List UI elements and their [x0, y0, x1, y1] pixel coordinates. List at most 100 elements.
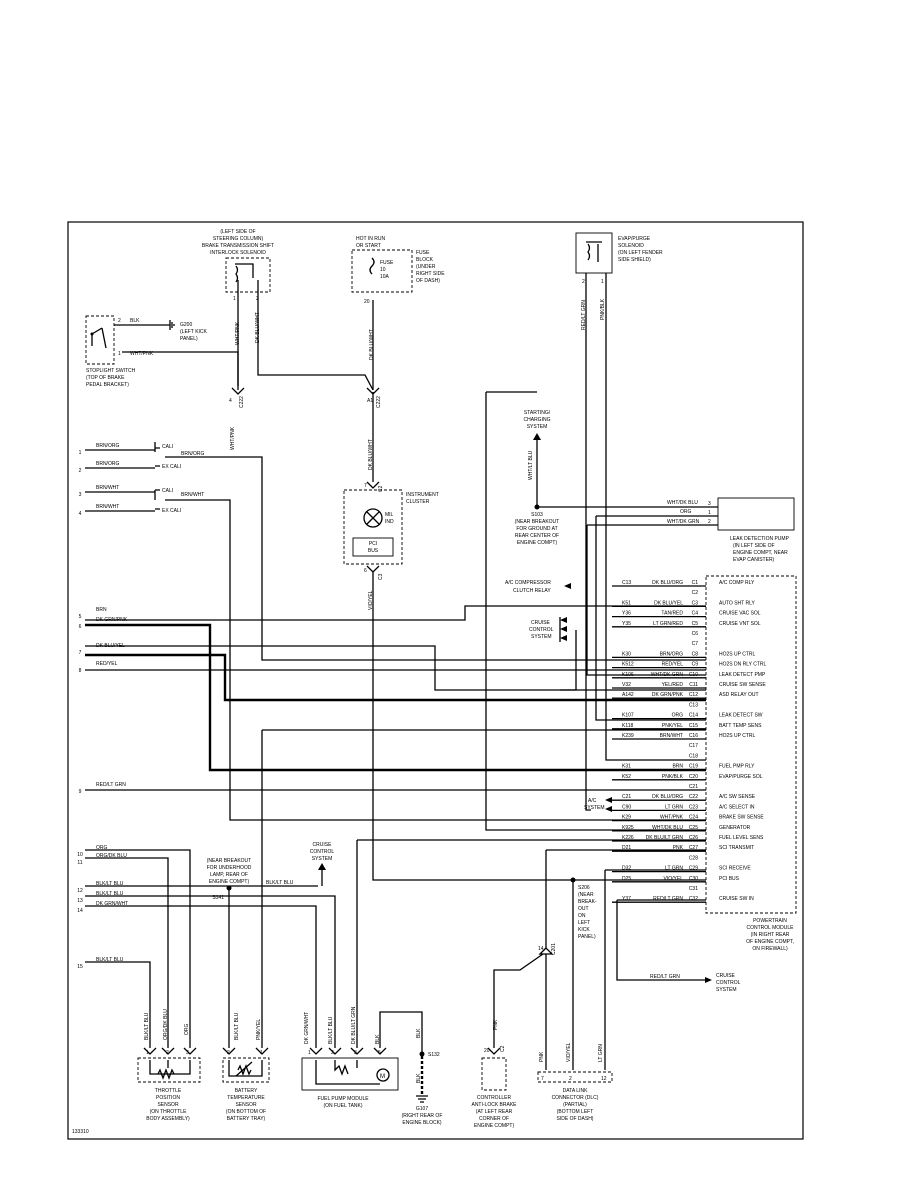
pcm-pin-row: C6	[692, 631, 699, 637]
svg-text:ENGINE COMPT): ENGINE COMPT)	[474, 1123, 515, 1129]
pcm-wire-color: LT GRN	[665, 804, 683, 810]
svg-text:POSITION: POSITION	[156, 1095, 180, 1101]
pcm-pin: C30	[689, 876, 698, 882]
svg-text:IND: IND	[385, 519, 394, 525]
svg-text:14: 14	[538, 946, 544, 952]
svg-text:SYSTEM: SYSTEM	[312, 856, 333, 862]
svg-text:WHT/DK GRN: WHT/DK GRN	[667, 519, 700, 525]
pcm-pin: C8	[692, 651, 699, 657]
pcm-function: A/C COMP RLY	[719, 580, 755, 586]
pcm-pin-row: C13	[689, 702, 698, 708]
pcm-circuit: K226	[622, 835, 634, 841]
svg-text:S206: S206	[578, 885, 590, 891]
svg-text:G200: G200	[180, 322, 192, 328]
cruise-control-system-mid: CRUISE CONTROL SYSTEM	[529, 617, 567, 642]
svg-text:PEDAL BRACKET): PEDAL BRACKET)	[86, 382, 129, 388]
svg-text:1: 1	[308, 1050, 311, 1056]
svg-text:C2: C2	[500, 1045, 506, 1052]
pcm-pin-row: C17	[689, 743, 698, 749]
svg-text:BATTERY TRAY): BATTERY TRAY)	[227, 1116, 266, 1122]
svg-text:BLK/LT BLU: BLK/LT BLU	[234, 1012, 240, 1040]
svg-text:HOT IN RUN: HOT IN RUN	[356, 236, 385, 242]
evap-purge-solenoid: EVAP/PURGE SOLENOID (ON LEFT FENDER SIDE…	[575, 232, 663, 330]
pcm-wire-color: BRN	[672, 764, 683, 770]
svg-text:ENGINE COMPT, NEAR: ENGINE COMPT, NEAR	[733, 550, 788, 556]
pcm-wire-color: YEL/RED	[662, 682, 684, 688]
svg-text:PNK: PNK	[493, 1019, 499, 1030]
ground-icon	[169, 320, 175, 330]
svg-text:OF ENGINE COMPT,: OF ENGINE COMPT,	[746, 939, 794, 945]
evap-coil-icon	[586, 241, 602, 262]
svg-text:CONNECTOR (DLC): CONNECTOR (DLC)	[552, 1095, 599, 1101]
svg-text:CRUISE: CRUISE	[716, 973, 736, 979]
svg-text:STOPLIGHT SWITCH: STOPLIGHT SWITCH	[86, 368, 136, 374]
svg-text:SENSOR: SENSOR	[235, 1102, 257, 1108]
pcm-pin: C6	[692, 631, 699, 637]
svg-text:THROTTLE: THROTTLE	[155, 1088, 182, 1094]
pcm-pin: C15	[689, 723, 698, 729]
solenoid-coil-icon	[235, 263, 254, 283]
shift-solenoid-line-2: STEERING COLUMN)	[213, 236, 264, 242]
thermistor-icon	[228, 1060, 263, 1077]
pcm-function: SCI RECEIVE	[719, 866, 751, 872]
s141-breakout: (NEAR BREAKOUT FOR UNDERHOOD LAMP, REAR …	[207, 858, 294, 901]
pcm-wire-color: VIO/YEL	[664, 876, 684, 882]
arrow-up-icon	[533, 433, 541, 440]
svg-text:PANEL): PANEL)	[180, 336, 198, 342]
pcm-pin: C19	[689, 764, 698, 770]
svg-text:SIDE OF DASH): SIDE OF DASH)	[557, 1116, 594, 1122]
ground-g107: BLK S132 BLK G107 (RIGHT REAR OF ENGINE …	[402, 1028, 443, 1126]
left-wire-color: ORG	[96, 845, 108, 851]
pcm-function: CRUISE VNT SOL	[719, 621, 761, 627]
svg-text:ON: ON	[578, 913, 586, 919]
left-wire-number: 4	[79, 511, 82, 517]
svg-text:C201: C201	[551, 943, 557, 955]
left-wire-number: 13	[77, 898, 83, 904]
pcm-circuit: D25	[622, 876, 631, 882]
svg-text:C222: C222	[239, 396, 245, 408]
shift-solenoid-line-4: INTERLOCK SOLENOID	[210, 250, 266, 256]
svg-text:OF DASH): OF DASH)	[416, 278, 440, 284]
svg-text:CONTROL: CONTROL	[529, 627, 554, 633]
mil-lamp-icon	[363, 508, 383, 528]
pcm-wire-color: PNK/YEL	[662, 723, 683, 729]
svg-text:BLK/LT BLU: BLK/LT BLU	[144, 1012, 150, 1040]
pcm-circuit: D21	[622, 845, 631, 851]
svg-text:1: 1	[601, 279, 604, 285]
svg-text:RED/LT GRN: RED/LT GRN	[581, 300, 587, 330]
svg-text:ORG/DK BLU: ORG/DK BLU	[163, 1009, 169, 1040]
pcm-pin: C7	[692, 641, 699, 647]
pcm-pin: C9	[692, 662, 699, 668]
data-link-connector: PNK VIO/YEL LT GRN 7 2 12 DATA LINK CONN…	[537, 1042, 613, 1122]
svg-text:SENSOR: SENSOR	[157, 1102, 179, 1108]
left-wire-number: 1	[79, 450, 82, 456]
pcm-pin: C11	[689, 682, 698, 688]
svg-text:EX CALI: EX CALI	[162, 508, 181, 514]
svg-text:2: 2	[118, 318, 121, 324]
svg-text:DK BLU/LT GRN: DK BLU/LT GRN	[351, 1006, 357, 1044]
svg-text:C3: C3	[378, 573, 384, 580]
pcm-pin: C22	[689, 794, 698, 800]
svg-text:1: 1	[708, 510, 711, 516]
pcm-circuit: K52	[622, 774, 631, 780]
svg-text:CLUTCH RELAY: CLUTCH RELAY	[513, 588, 551, 594]
svg-text:CHARGING: CHARGING	[524, 417, 551, 423]
svg-text:ENGINE COMPT): ENGINE COMPT)	[517, 540, 558, 546]
svg-text:(PARTIAL): (PARTIAL)	[563, 1102, 587, 1108]
svg-text:OR START: OR START	[356, 243, 381, 249]
svg-text:(IN LEFT SIDE OF: (IN LEFT SIDE OF	[733, 543, 775, 549]
svg-text:BLK: BLK	[416, 1028, 422, 1038]
pcm-wire-color: WHT/DK BLU	[652, 825, 683, 831]
svg-text:(NEAR: (NEAR	[578, 892, 594, 898]
pcm-circuit: K239	[622, 733, 634, 739]
pcm-circuit: A142	[622, 692, 634, 698]
